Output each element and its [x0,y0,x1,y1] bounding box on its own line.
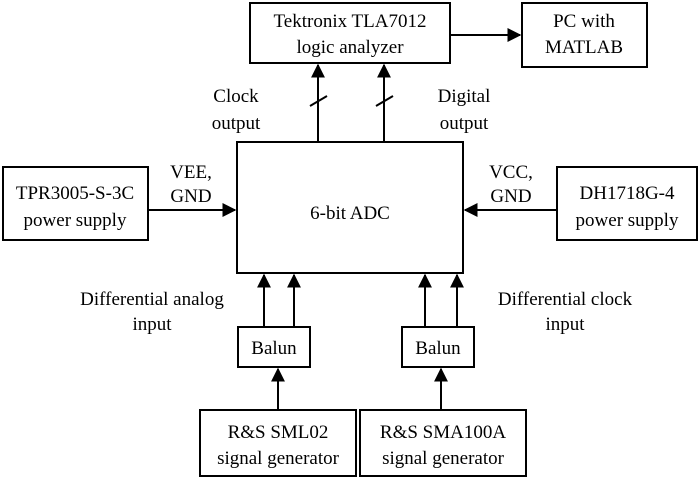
logic-analyzer-block: Tektronix TLA7012 logic analyzer [249,2,451,64]
right-power-label-1: VCC, [489,162,533,183]
signal-generator-left-block: R&S SML02 signal generator [199,409,357,477]
digital-bus-slash [375,95,394,107]
signal-generator-left-label-1: R&S SML02 [228,422,329,443]
balun-right-label: Balun [415,338,461,359]
digital-output-label-2: output [440,113,489,134]
balun-right-box [401,326,475,368]
adc-label: 6-bit ADC [310,203,390,224]
diff-clock-label-2: input [545,314,585,335]
right-power-supply-label-1: DH1718G-4 [580,183,675,204]
signal-generator-right-label-1: R&S SMA100A [380,422,506,443]
balun-left-block: Balun [237,326,311,368]
left-power-supply-label-2: power supply [24,210,127,231]
right-power-label-2: GND [490,186,531,207]
signal-generator-left-label-2: signal generator [217,448,340,469]
left-power-label-2: GND [170,186,211,207]
pc-block: PC with MATLAB [521,2,648,68]
pc-box [521,2,648,68]
right-power-supply-box [556,166,698,241]
adc-box [236,141,464,274]
clock-bus-slash [309,95,328,107]
right-power-supply-label-2: power supply [576,210,679,231]
balun-left-label: Balun [251,338,297,359]
signal-generator-right-box [359,409,527,477]
left-power-supply-block: TPR3005-S-3C power supply [2,166,149,241]
signal-generator-right-block: R&S SMA100A signal generator [359,409,527,477]
signal-generator-right-label-2: signal generator [382,448,505,469]
pc-label-1: PC with [553,11,615,32]
digital-output-label-1: Digital [438,86,491,107]
diff-analog-label-1: Differential analog [80,289,224,310]
right-power-supply-block: DH1718G-4 power supply [556,166,698,241]
clock-output-label-1: Clock [213,86,259,107]
left-power-supply-box [2,166,149,241]
left-power-label-1: VEE, [170,162,212,183]
logic-analyzer-label-2: logic analyzer [296,37,404,58]
pc-label-2: MATLAB [545,37,623,58]
logic-analyzer-box [249,2,451,64]
adc-block: 6-bit ADC [236,141,464,274]
balun-right-block: Balun [401,326,475,368]
clock-output-label-2: output [212,113,261,134]
balun-left-box [237,326,311,368]
logic-analyzer-label-1: Tektronix TLA7012 [274,11,427,32]
diff-analog-label-2: input [132,314,172,335]
left-power-supply-label-1: TPR3005-S-3C [16,183,134,204]
diff-clock-label-1: Differential clock [498,289,633,310]
